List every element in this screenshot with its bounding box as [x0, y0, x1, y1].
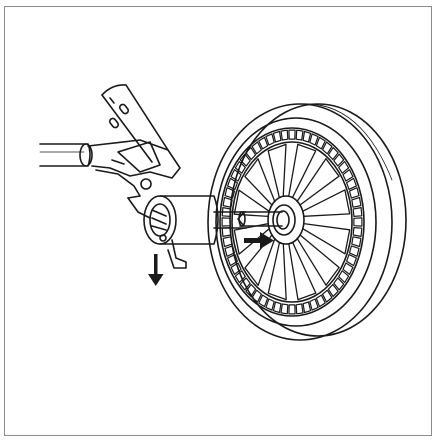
wheel-spokes	[233, 143, 351, 301]
diagonal-tube	[101, 84, 169, 163]
wheel-spoke	[244, 234, 276, 286]
tread-slot	[258, 294, 269, 308]
tread-slot	[265, 298, 275, 311]
tread-slot	[295, 129, 304, 141]
tread-slot	[338, 270, 350, 284]
tread-slot	[221, 207, 232, 217]
tread-slot	[342, 262, 354, 275]
tread-slot	[346, 177, 357, 190]
tread-slot	[309, 298, 319, 311]
tread-slot	[302, 130, 312, 143]
tread-slot	[333, 153, 345, 167]
down-arrow-icon	[148, 254, 164, 286]
tread-slot	[265, 133, 275, 146]
tread-slot	[348, 245, 360, 257]
tread-slot	[352, 207, 363, 217]
tread-slot	[224, 245, 236, 257]
wheel-spoke	[244, 158, 276, 206]
tread-slot	[322, 289, 333, 303]
tread-slot	[230, 262, 242, 275]
tread-slot	[288, 304, 296, 315]
joint-bracket	[87, 139, 181, 179]
tread-slot	[222, 196, 233, 208]
tread-slot	[251, 141, 262, 155]
tread-slot	[295, 303, 304, 315]
wheel-hub	[267, 195, 305, 245]
tread-slot	[230, 169, 242, 182]
wheel-spoke	[302, 189, 351, 217]
tread-slot	[227, 254, 238, 267]
tread-slot	[227, 177, 238, 190]
tread-slot	[272, 130, 282, 143]
tread-slot	[245, 147, 257, 161]
wheel-spoke	[296, 158, 340, 206]
wheel-spoke	[302, 222, 351, 255]
tread-slot	[302, 301, 312, 314]
tread-slot	[315, 294, 326, 308]
wheel-spoke	[296, 234, 340, 286]
wheel-spoke	[288, 241, 317, 301]
tread-slot	[221, 217, 231, 227]
tread-slot	[351, 196, 362, 208]
tread-slot	[272, 301, 282, 314]
tread-slot	[327, 283, 339, 297]
wheel-spoke	[267, 241, 287, 301]
frame-tubes	[39, 84, 181, 219]
tread-slot	[348, 187, 360, 199]
tread-slot	[234, 270, 246, 284]
tread-slot	[239, 277, 251, 291]
tread-slot	[288, 129, 296, 140]
tread-slot	[221, 227, 232, 237]
wheel	[207, 103, 407, 341]
wheel-spoke	[233, 189, 270, 218]
tread-slot	[315, 136, 326, 150]
tread-slot	[234, 160, 246, 174]
housing-face	[143, 195, 177, 245]
tread-slot	[222, 236, 233, 248]
tread-slot	[333, 277, 345, 291]
tread-slot	[322, 141, 333, 155]
tread-slot	[353, 217, 363, 227]
tread-slot	[280, 129, 289, 141]
tread-slot	[346, 254, 357, 267]
tread-slot	[224, 187, 236, 199]
tread-slot	[251, 289, 262, 303]
axle-shaft	[237, 211, 283, 227]
tread-slot	[342, 169, 354, 182]
tread-slot	[258, 136, 269, 150]
tread-slot	[245, 283, 257, 297]
tread-slot	[239, 153, 251, 167]
tread-slot	[327, 147, 339, 161]
tread-slot	[280, 303, 289, 315]
right-arrow-icon	[244, 232, 274, 249]
tread-slot	[351, 236, 362, 248]
wheel-spoke	[267, 143, 287, 199]
tread-slots	[221, 129, 363, 315]
tread-slot	[309, 133, 319, 146]
release-lever	[167, 239, 187, 269]
tread-slot	[338, 160, 350, 174]
wheel-spoke	[288, 143, 317, 199]
tread-slot	[352, 227, 363, 237]
